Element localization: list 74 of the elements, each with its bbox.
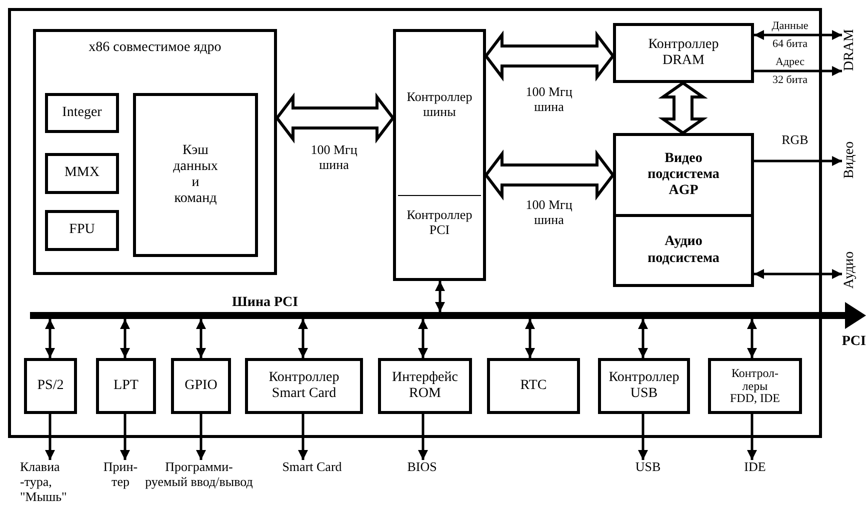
- block-label: Аудио подсистема: [646, 234, 720, 267]
- arrow: [435, 281, 445, 312]
- component-box: [708, 358, 802, 414]
- component-box: [171, 358, 231, 414]
- arrow: [196, 319, 206, 358]
- block-label: Контроллер шины: [406, 90, 474, 120]
- bus-label: PCI: [842, 334, 866, 350]
- port-label: Клавиа -тура, "Мышь": [20, 460, 82, 506]
- arrow: [418, 319, 428, 358]
- double-arrow: [484, 150, 615, 200]
- arrow: [747, 319, 757, 358]
- arrow: [120, 414, 130, 460]
- component-box: [45, 153, 119, 194]
- port-label: IDE: [733, 460, 777, 476]
- port-label: Программи- руемый ввод/вывод: [143, 460, 255, 506]
- block-label: Интерфейс ROM: [391, 370, 459, 402]
- arrow: [754, 30, 842, 40]
- component-box: [598, 358, 690, 414]
- port-label: Аудио: [842, 245, 858, 295]
- component-box: [45, 93, 119, 133]
- arrow: [418, 414, 428, 460]
- component-box: [613, 23, 754, 83]
- block-label: FPU: [69, 222, 95, 239]
- block-label: Кэш данных и команд: [172, 142, 219, 208]
- edge-label: Адрес 32 бита: [771, 55, 809, 88]
- block-label: Видео подсистема AGP: [646, 150, 720, 200]
- arrow: [298, 414, 308, 460]
- block-label: PS/2: [37, 378, 64, 394]
- block-label: Контроллер USB: [608, 370, 680, 402]
- component-box: [613, 133, 754, 217]
- arrow: [638, 414, 648, 460]
- port-label: Smart Card: [258, 460, 366, 476]
- arrow: [45, 414, 55, 460]
- component-box: [613, 214, 754, 287]
- arrow: [754, 156, 842, 166]
- arrow: [747, 414, 757, 460]
- double-arrow: [658, 81, 708, 135]
- arrow: [754, 269, 842, 279]
- component-box: [24, 358, 77, 414]
- block-label: RTC: [520, 378, 547, 394]
- arrow: [525, 319, 535, 358]
- double-arrow: [275, 92, 395, 144]
- arrow: [45, 319, 55, 358]
- block-label: Integer: [62, 104, 102, 122]
- block-label: Контроллер Smart Card: [268, 370, 340, 402]
- controller-box: [393, 29, 486, 281]
- port-label: BIOS: [398, 460, 446, 476]
- port-label: DRAM: [842, 25, 858, 75]
- block-label: Контроллер PCI: [406, 208, 474, 238]
- bus-label: Шина PCI: [232, 295, 298, 311]
- component-box: [245, 358, 363, 414]
- arrow: [638, 319, 648, 358]
- block-label: LPT: [114, 378, 138, 394]
- component-box: [378, 358, 472, 414]
- chip-outline-box: [8, 8, 822, 438]
- block-label: MMX: [64, 165, 100, 182]
- component-box: [45, 210, 119, 251]
- block-label: GPIO: [184, 378, 218, 394]
- port-label: USB: [626, 460, 670, 476]
- arrow: [754, 66, 842, 76]
- port-label: Прин- тер: [98, 460, 143, 492]
- arrow: [196, 414, 206, 460]
- port-label: Видео: [842, 135, 858, 185]
- core-block-box: [33, 29, 277, 275]
- block-label: Контрол- леры FDD, IDE: [729, 367, 781, 405]
- edge-label: Данные 64 бита: [770, 19, 810, 52]
- double-arrow: [484, 30, 615, 82]
- arrow: [298, 319, 308, 358]
- component-box: [487, 358, 580, 414]
- component-box: [133, 93, 258, 257]
- component-box: [96, 358, 156, 414]
- arrow: [120, 319, 130, 358]
- block-label: Контроллер DRAM: [647, 36, 720, 70]
- block-heading: x86 совместимое ядро: [88, 40, 222, 56]
